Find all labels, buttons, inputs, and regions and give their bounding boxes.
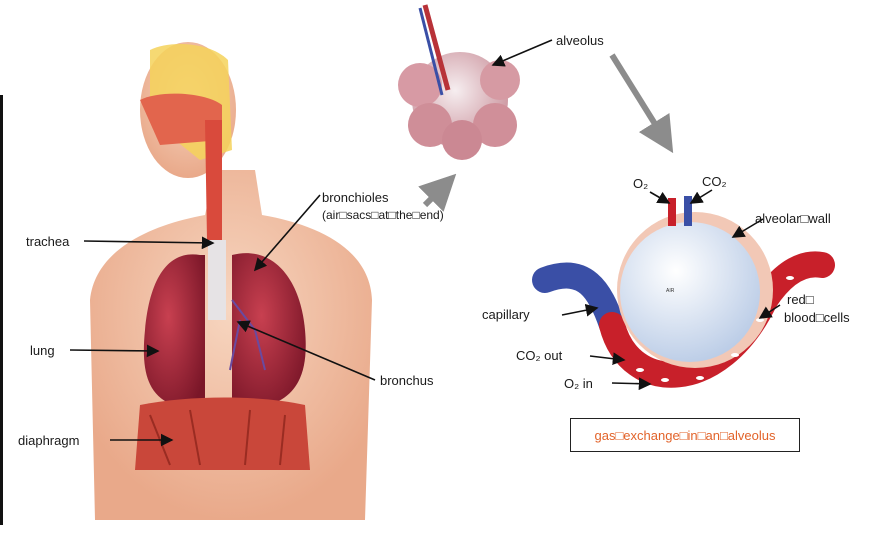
- label-trachea: trachea: [26, 234, 69, 249]
- caption-box: gas□exchange□in□an□alveolus: [570, 418, 800, 452]
- label-air: AIR: [666, 288, 674, 294]
- label-co2-out: CO₂ out: [516, 348, 562, 363]
- human-torso: [90, 42, 372, 520]
- label-red-blood-2: blood□cells: [784, 310, 850, 325]
- label-o2-in: O₂ in: [564, 376, 593, 391]
- gray-arrow-zoom: [425, 178, 452, 205]
- label-o2-top: O₂: [633, 176, 648, 191]
- co2-tube: [684, 196, 692, 226]
- gray-arrow-detail: [612, 55, 670, 148]
- label-lung: lung: [30, 343, 55, 358]
- caption-text: gas□exchange□in□an□alveolus: [594, 428, 775, 443]
- label-bronchioles: bronchioles: [322, 190, 389, 205]
- alveolus-sphere: [620, 222, 760, 362]
- label-co2-top: CO₂: [702, 174, 727, 189]
- label-diaphragm: diaphragm: [18, 433, 79, 448]
- label-bronchioles-note: (air□sacs□at□the□end): [322, 208, 444, 223]
- label-alveolar-wall: alveolar□wall: [755, 211, 831, 226]
- label-red-blood-1: red□: [787, 292, 814, 307]
- left-border-line: [0, 95, 3, 525]
- label-bronchus: bronchus: [380, 373, 433, 388]
- alveolus-cluster: [398, 5, 520, 160]
- label-capillary: capillary: [482, 307, 530, 322]
- label-alveolus: alveolus: [556, 33, 604, 48]
